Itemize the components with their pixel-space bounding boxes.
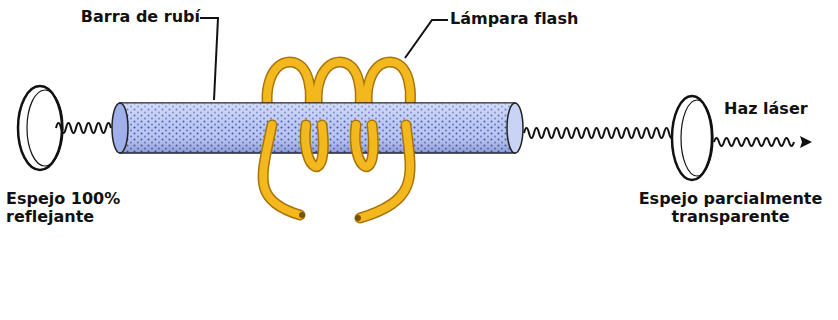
lamp-terminal — [299, 212, 305, 218]
light-wave — [524, 128, 674, 138]
flash-lamp — [263, 125, 410, 218]
part-label: Barra de rubí — [70, 8, 200, 26]
leader-line — [405, 20, 448, 58]
beam-label: Haz láser — [724, 100, 834, 118]
beam-arrowhead — [800, 136, 812, 148]
flash-lamp-fill — [263, 125, 410, 218]
part-label: Espejo 100% reflejante — [6, 190, 136, 227]
laser-beam — [714, 138, 794, 146]
full-mirror — [18, 86, 62, 170]
part-label: Espejo parcialmente transparente — [628, 190, 833, 227]
lamp-terminal — [355, 215, 361, 221]
light-wave — [56, 123, 111, 133]
part-label: Lámpara flash — [450, 10, 600, 28]
leader-line — [200, 18, 218, 100]
full-mirror-rim — [27, 90, 63, 166]
partial-mirror — [672, 96, 712, 180]
partial-mirror-rim — [681, 100, 713, 176]
